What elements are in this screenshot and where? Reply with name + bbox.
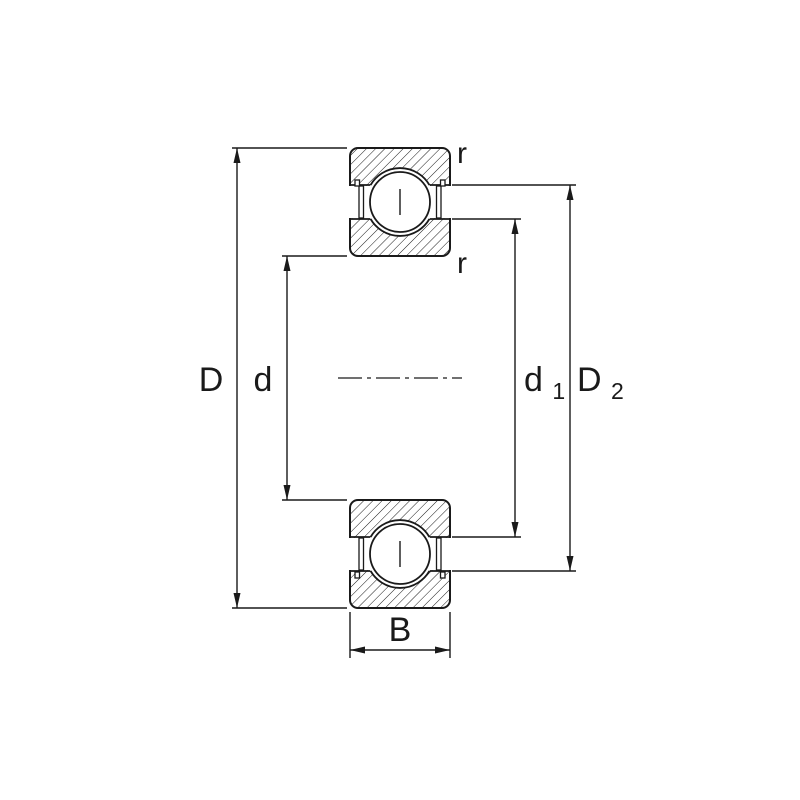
raceway-arc-outer: [369, 570, 431, 589]
shield-right: [435, 185, 442, 219]
label-outer-corner-radius: r: [457, 137, 467, 170]
label-recess-diameter-main: D: [577, 361, 602, 399]
bearing-bottom-section: [346, 499, 454, 609]
label-outer-diameter: D: [199, 361, 224, 399]
shield-right-anchor: [439, 571, 446, 579]
bearing-top-section: [346, 147, 454, 257]
label-bore-diameter: d: [254, 361, 273, 399]
dimension-recess-diameter: [452, 184, 576, 572]
shield-left: [358, 537, 365, 571]
shield-left-anchor: [354, 571, 361, 579]
shield-left: [358, 185, 365, 219]
dimension-bore-diameter: [282, 255, 347, 501]
shield-right-anchor: [439, 179, 446, 187]
label-recess-diameter: D 2: [577, 361, 624, 404]
shield-right: [435, 537, 442, 571]
dimension-labels: D d d 1 D 2 B r r: [199, 137, 624, 649]
label-shoulder-diameter-main: d: [524, 361, 543, 399]
raceway-arc-inner: [369, 519, 431, 538]
shield-left-anchor: [354, 179, 361, 187]
raceway-arc-outer: [369, 167, 431, 186]
raceway-arc-inner: [369, 218, 431, 237]
drawing: D d d 1 D 2 B r r: [199, 137, 624, 658]
label-shoulder-diameter: d 1: [524, 361, 565, 404]
dimension-width: [349, 612, 451, 658]
label-recess-diameter-subscript: 2: [611, 378, 624, 404]
dimension-outer-diameter: [232, 147, 347, 609]
label-inner-corner-radius: r: [457, 247, 467, 280]
label-shoulder-diameter-subscript: 1: [552, 378, 565, 404]
dimension-shoulder-diameter: [452, 218, 521, 538]
label-width: B: [389, 611, 412, 649]
